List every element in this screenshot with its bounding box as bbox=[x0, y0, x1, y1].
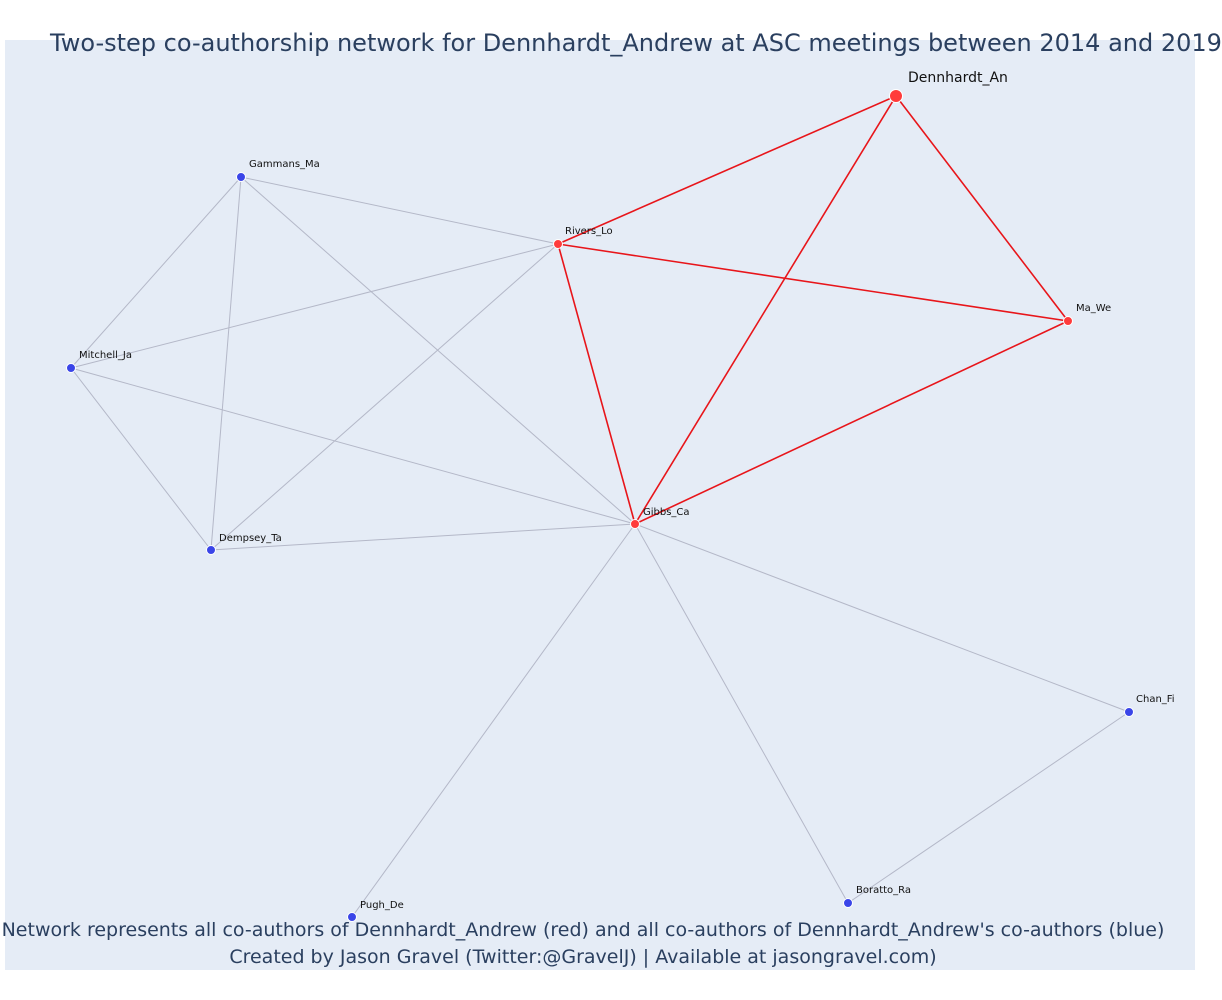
edge-Mitchell_Ja-Gibbs_Ca bbox=[70, 367, 636, 525]
edge-Gammans_Ma-Rivers_Lo bbox=[240, 176, 559, 245]
edge-Dempsey_Ta-Gibbs_Ca bbox=[210, 523, 636, 551]
edge-Gibbs_Ca-Chan_Fi bbox=[634, 523, 1130, 713]
node-Chan_Fi[interactable] bbox=[1124, 707, 1134, 717]
node-label-Ma_We: Ma_We bbox=[1076, 303, 1111, 314]
node-Gibbs_Ca[interactable] bbox=[630, 519, 640, 529]
edge-Gibbs_Ca-Boratto_Ra bbox=[634, 523, 849, 904]
node-label-Mitchell_Ja: Mitchell_Ja bbox=[79, 350, 132, 361]
caption-credit: Created by Jason Gravel (Twitter:@Gravel… bbox=[229, 946, 937, 968]
caption-description: Network represents all co-authors of Den… bbox=[1, 919, 1165, 941]
edge-Dennhardt_An-Gibbs_Ca bbox=[634, 95, 897, 525]
edge-Gammans_Ma-Gibbs_Ca bbox=[240, 176, 636, 525]
node-label-Dennhardt_An: Dennhardt_An bbox=[908, 70, 1008, 86]
node-label-Boratto_Ra: Boratto_Ra bbox=[856, 885, 911, 896]
node-Gammans_Ma[interactable] bbox=[236, 172, 246, 182]
plot-area bbox=[5, 40, 1195, 970]
node-Dennhardt_An[interactable] bbox=[889, 89, 903, 103]
edge-Ma_We-Gibbs_Ca bbox=[634, 320, 1069, 525]
node-Rivers_Lo[interactable] bbox=[553, 239, 563, 249]
edge-Gibbs_Ca-Pugh_De bbox=[351, 523, 636, 918]
edge-Chan_Fi-Boratto_Ra bbox=[847, 711, 1130, 904]
node-Pugh_De[interactable] bbox=[347, 912, 357, 922]
figure-title: Two-step co-authorship network for Dennh… bbox=[50, 29, 1222, 57]
edge-Dennhardt_An-Rivers_Lo bbox=[557, 95, 897, 245]
node-label-Chan_Fi: Chan_Fi bbox=[1136, 694, 1175, 705]
edge-Mitchell_Ja-Dempsey_Ta bbox=[70, 367, 212, 551]
edge-Mitchell_Ja-Rivers_Lo bbox=[70, 243, 559, 369]
edges-layer bbox=[70, 95, 1130, 918]
edge-Dennhardt_An-Ma_We bbox=[895, 95, 1069, 322]
edge-Gammans_Ma-Mitchell_Ja bbox=[70, 176, 242, 369]
node-label-Gammans_Ma: Gammans_Ma bbox=[249, 159, 320, 170]
node-Dempsey_Ta[interactable] bbox=[206, 545, 216, 555]
node-label-Pugh_De: Pugh_De bbox=[360, 900, 404, 911]
node-label-Gibbs_Ca: Gibbs_Ca bbox=[643, 507, 690, 518]
node-Ma_We[interactable] bbox=[1063, 316, 1073, 326]
node-Mitchell_Ja[interactable] bbox=[66, 363, 76, 373]
node-label-Rivers_Lo: Rivers_Lo bbox=[565, 226, 613, 237]
node-label-Dempsey_Ta: Dempsey_Ta bbox=[219, 533, 282, 544]
edge-Rivers_Lo-Gibbs_Ca bbox=[557, 243, 636, 525]
nodes-layer bbox=[66, 89, 1134, 922]
node-Boratto_Ra[interactable] bbox=[843, 898, 853, 908]
edge-Rivers_Lo-Ma_We bbox=[557, 243, 1069, 322]
edge-Gammans_Ma-Dempsey_Ta bbox=[210, 176, 242, 551]
edge-Dempsey_Ta-Rivers_Lo bbox=[210, 243, 559, 551]
